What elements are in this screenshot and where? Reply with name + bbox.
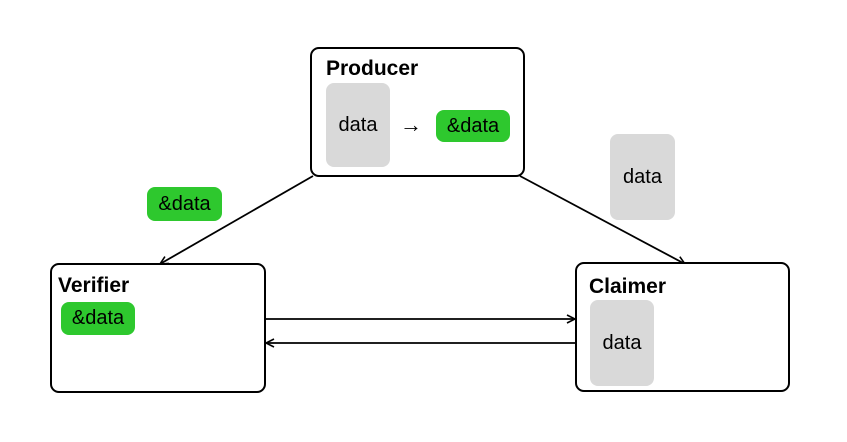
producer-owned-data-chip: data (326, 83, 390, 167)
verifier-title: Verifier (58, 274, 130, 297)
edge-label-owned-data: data (610, 134, 675, 220)
claimer-node: Claimer data (575, 262, 790, 392)
edge-label-reference: &data (147, 187, 222, 221)
claimer-owned-data-chip: data (590, 300, 654, 386)
producer-title: Producer (326, 57, 419, 80)
edge-producer-to-claimer (519, 175, 685, 264)
producer-node: Producer data → &data (310, 47, 525, 177)
verifier-reference-chip: &data (61, 302, 135, 335)
claimer-title: Claimer (589, 275, 667, 298)
producer-reference-chip: &data (436, 110, 510, 142)
verifier-node: Verifier &data (50, 263, 266, 393)
edge-producer-to-verifier (160, 175, 314, 264)
transform-arrow-icon: → (400, 112, 422, 137)
